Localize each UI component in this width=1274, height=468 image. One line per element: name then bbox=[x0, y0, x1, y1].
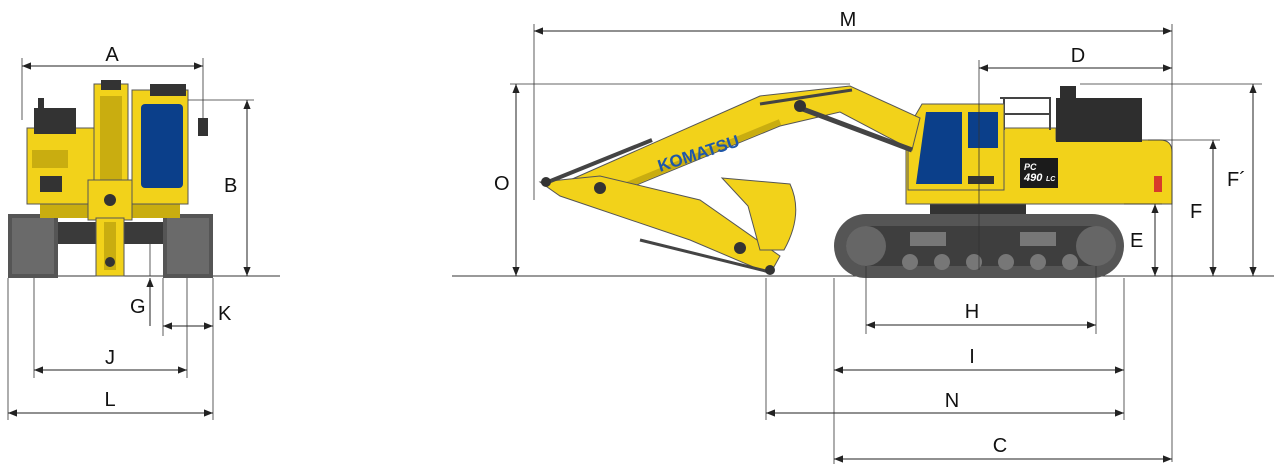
front-view-dimensions: A B G K J L bbox=[7, 44, 254, 420]
dimension-label-f: F bbox=[1190, 201, 1202, 223]
dimension-label-h: H bbox=[965, 301, 979, 323]
dimension-label-n: N bbox=[945, 390, 959, 412]
dimension-label-d: D bbox=[1071, 45, 1085, 67]
model-plate bbox=[1020, 158, 1058, 188]
model-suffix: LC bbox=[1046, 176, 1056, 183]
dimension-label-b: B bbox=[224, 175, 237, 197]
dimension-label-k: K bbox=[218, 303, 232, 325]
dimension-label-l: L bbox=[104, 389, 115, 411]
model-number: 490 bbox=[1023, 172, 1043, 184]
side-view-excavator: PC 490 LC KOMATSU bbox=[538, 85, 1173, 278]
side-view-dimensions: M D O F´ F E H I N C bbox=[494, 9, 1262, 464]
dimension-label-e: E bbox=[1130, 230, 1143, 252]
dimension-label-f-prime: F´ bbox=[1227, 169, 1246, 191]
dimension-label-o: O bbox=[494, 173, 510, 195]
dimension-label-a: A bbox=[105, 44, 119, 66]
dimension-label-g: G bbox=[130, 296, 146, 318]
dimension-label-i: I bbox=[969, 346, 975, 368]
bucket bbox=[720, 177, 797, 251]
dimension-label-c: C bbox=[993, 435, 1007, 457]
dimension-label-j: J bbox=[105, 347, 115, 369]
dimension-label-m: M bbox=[840, 9, 857, 31]
front-view-excavator bbox=[8, 80, 213, 278]
arm bbox=[538, 175, 781, 275]
model-prefix: PC bbox=[1024, 162, 1037, 172]
